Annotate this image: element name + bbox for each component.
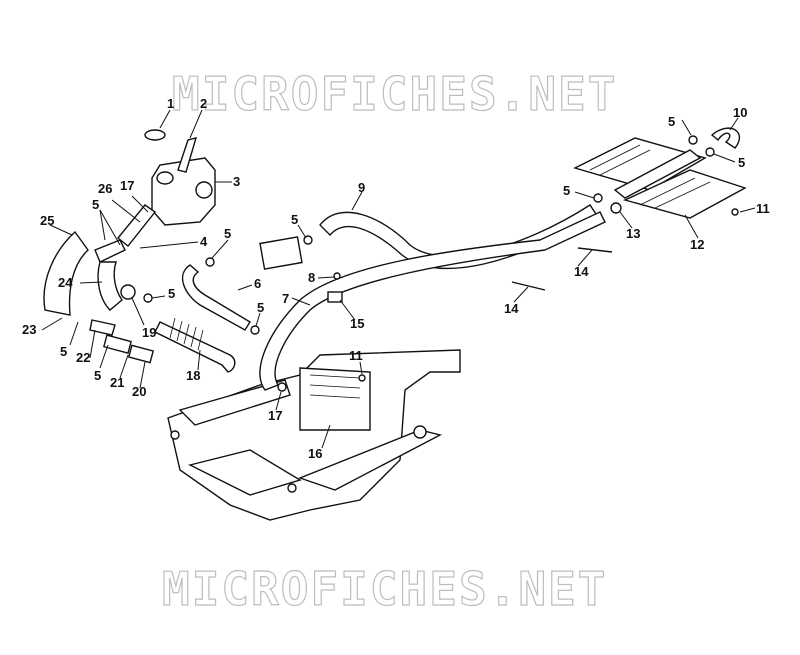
callout-17: 17 [120,178,134,193]
coolant-reservoir-3 [144,129,216,226]
fastener-11a [358,374,366,382]
bolt-14a [577,247,613,253]
callout-11: 11 [756,201,770,216]
callout-1: 1 [167,96,174,111]
callout-23: 23 [22,322,36,337]
heat-exchanger-12 [573,137,747,219]
callout-6: 6 [254,276,261,291]
callout-5: 5 [257,300,264,315]
callout-5: 5 [94,368,101,383]
leader-lines [41,109,756,449]
callout-10: 10 [733,105,747,120]
callout-16: 16 [308,446,322,461]
callout-5: 5 [668,114,675,129]
callout-13: 13 [626,226,640,241]
mount-block [259,236,303,270]
callout-14: 14 [504,301,519,316]
clamp-5i [688,135,698,145]
clamp-5j [705,147,715,157]
callout-5: 5 [168,286,175,301]
callout-5: 5 [224,226,231,241]
callout-19: 19 [142,325,156,340]
fastener-8 [333,272,341,280]
watermark-bottom: MICROFICHES.NET [162,562,607,616]
callout-22: 22 [76,350,90,365]
callout-21: 21 [110,375,124,390]
watermark-top: MICROFICHES.NET [172,67,617,121]
callout-5: 5 [738,155,745,170]
callout-24: 24 [58,275,73,290]
clamp-17b [277,382,287,392]
callouts: 1 2 3 26 17 5 25 4 24 23 5 22 5 21 20 19… [22,96,770,461]
bracket-15 [327,291,343,303]
callout-18: 18 [186,368,200,383]
callout-25: 25 [40,213,54,228]
fastener-11b [731,208,739,216]
callout-5: 5 [563,183,570,198]
hose-assembly-left [43,204,157,364]
callout-5: 5 [92,197,99,212]
clamp-13 [610,202,622,214]
hose-18 [154,317,236,373]
callout-5: 5 [60,344,67,359]
callout-26: 26 [98,181,112,196]
callout-4: 4 [200,234,208,249]
callout-2: 2 [200,96,207,111]
clamp-5h [593,193,603,203]
callout-12: 12 [690,237,704,252]
skid-plate-16 [167,349,461,521]
callout-9: 9 [358,180,365,195]
clamp-5d [143,293,153,303]
callout-8: 8 [308,270,315,285]
callout-15: 15 [350,316,364,331]
hose-6 [181,264,251,331]
callout-14: 14 [574,264,589,279]
callout-11: 11 [349,348,363,363]
clamp-5g [250,325,260,335]
callout-5: 5 [291,212,298,227]
bolt-14b [511,281,546,291]
callout-3: 3 [233,174,240,189]
hose-7 [259,211,606,391]
callout-7: 7 [282,291,289,306]
u-fitting-10 [710,127,741,149]
callout-17: 17 [268,408,282,423]
callout-20: 20 [132,384,146,399]
clamp-5e [205,257,215,267]
